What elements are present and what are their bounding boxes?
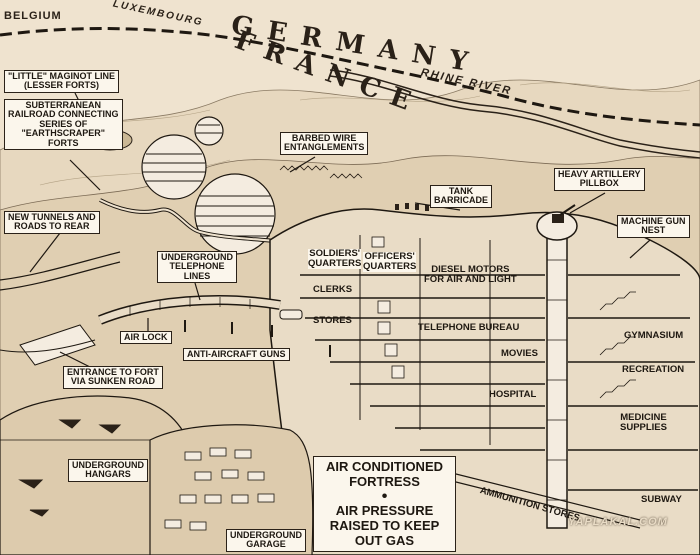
movies-label: MOVIES	[501, 348, 538, 359]
belgium-label: BELGIUM	[4, 10, 62, 22]
gymnasium-label: GYMNASIUM	[624, 330, 684, 341]
recreation-label: RECREATION	[622, 364, 685, 375]
hospital-label: HOSPITAL	[489, 389, 537, 400]
soldiers-quarters-label: SOLDIERS'QUARTERS	[308, 248, 362, 269]
watermark: YAPLAKAL.COM	[568, 516, 668, 528]
air-lock-label: AIR LOCK	[120, 331, 172, 345]
clerks-label: CLERKS	[313, 284, 353, 295]
telephone-bureau-label: TELEPHONE BUREAU	[418, 322, 520, 333]
stores-label: STORES	[313, 315, 352, 326]
subway-label: SUBWAY	[641, 494, 682, 505]
anti-aircraft-guns-label: ANTI-AIRCRAFT GUNS	[183, 348, 290, 362]
air-conditioned-fortress-callout: AIR CONDITIONED FORTRESS • AIR PRESSURE …	[313, 456, 456, 552]
little-maginot-line-label: "LITTLE" MAGINOT LINE(LESSER FORTS)	[4, 70, 120, 93]
officers-quarters-label: OFFICERS'QUARTERS	[363, 251, 417, 272]
